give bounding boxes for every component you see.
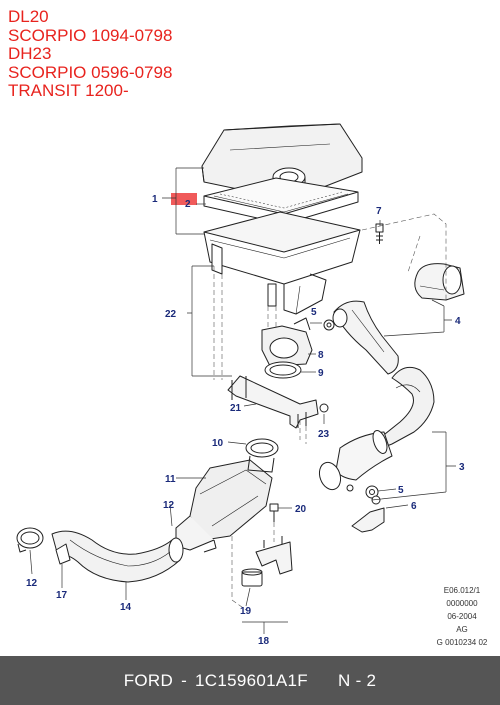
applicability-list: DL20 SCORPIO 1094-0798 DH23 SCORPIO 0596… <box>8 7 173 101</box>
callout-labels: 1 2 7 4 22 5 8 9 21 23 10 3 11 5 6 12 20… <box>26 194 465 647</box>
callout-9: 9 <box>318 368 324 379</box>
callout-12: 12 <box>26 578 38 589</box>
footer-separator: - <box>181 670 188 690</box>
applicability-line: DL20 <box>8 7 49 26</box>
callout-11: 11 <box>165 474 176 485</box>
footer-brand: FORD <box>123 670 174 690</box>
parts-diagram: 1 2 7 4 22 5 8 9 21 23 10 3 11 5 6 12 20… <box>16 123 488 647</box>
air-cleaner-housing <box>203 211 361 315</box>
reference-line: AG <box>456 625 468 634</box>
bracket-18 <box>255 536 293 575</box>
air-filter-element <box>203 177 359 225</box>
connector-17 <box>55 543 71 565</box>
callout-6: 6 <box>411 501 417 512</box>
applicability-line: TRANSIT 1200- <box>8 81 129 100</box>
callout-10: 10 <box>212 438 224 449</box>
callout-5: 5 <box>398 485 404 496</box>
mounting-bracket-21 <box>227 375 319 429</box>
reference-line: 0000000 <box>446 599 478 608</box>
callout-3: 3 <box>459 462 465 473</box>
callout-20: 20 <box>295 504 307 515</box>
callout-17: 17 <box>56 590 68 601</box>
reference-line: E06.012/1 <box>444 586 481 595</box>
callout-1: 1 <box>152 194 158 205</box>
callout-22: 22 <box>165 309 177 320</box>
callout-23: 23 <box>318 429 330 440</box>
callout-12: 12 <box>163 500 175 511</box>
callout-5: 5 <box>311 307 317 318</box>
reference-line: G 0010234 02 <box>437 638 488 647</box>
applicability-line: DH23 <box>8 44 52 63</box>
footer-page: N - 2 <box>337 670 377 690</box>
highlight-marker <box>171 193 197 205</box>
bracket-6 <box>351 495 385 533</box>
hose-clamp-12 <box>16 527 44 553</box>
bolt-7 <box>375 223 384 244</box>
applicability-line: SCORPIO 0596-0798 <box>8 62 173 82</box>
callout-7: 7 <box>376 206 382 217</box>
callout-21: 21 <box>230 403 242 414</box>
air-cleaner-cover <box>201 123 363 201</box>
footer-part-number: 1C159601A1F <box>195 670 308 690</box>
callout-19: 19 <box>240 606 252 617</box>
reference-line: 06-2004 <box>447 612 477 621</box>
seal-ring-10 <box>245 438 279 473</box>
reference-block: E06.012/1 0000000 06-2004 AG G 0010234 0… <box>437 586 488 647</box>
mount-19 <box>241 568 263 587</box>
intake-hose-14 <box>51 530 184 583</box>
elbow-duct-4 <box>414 263 465 301</box>
grommet-5 <box>323 319 335 331</box>
resonator-11 <box>175 459 273 553</box>
intake-hose-4 <box>332 300 399 375</box>
callout-18: 18 <box>258 636 270 647</box>
callout-4: 4 <box>455 316 461 327</box>
air-hose-3 <box>318 366 435 492</box>
applicability-line: SCORPIO 1094-0798 <box>8 25 173 45</box>
callout-14: 14 <box>120 602 132 613</box>
bolt-20 <box>269 503 279 522</box>
nut-23 <box>319 403 329 413</box>
seal-ring-9 <box>264 361 302 379</box>
footer-bar: FORD - 1C159601A1F N - 2 <box>0 656 500 705</box>
callout-2: 2 <box>185 199 191 210</box>
maf-sensor-8 <box>261 317 313 367</box>
callout-8: 8 <box>318 350 324 361</box>
